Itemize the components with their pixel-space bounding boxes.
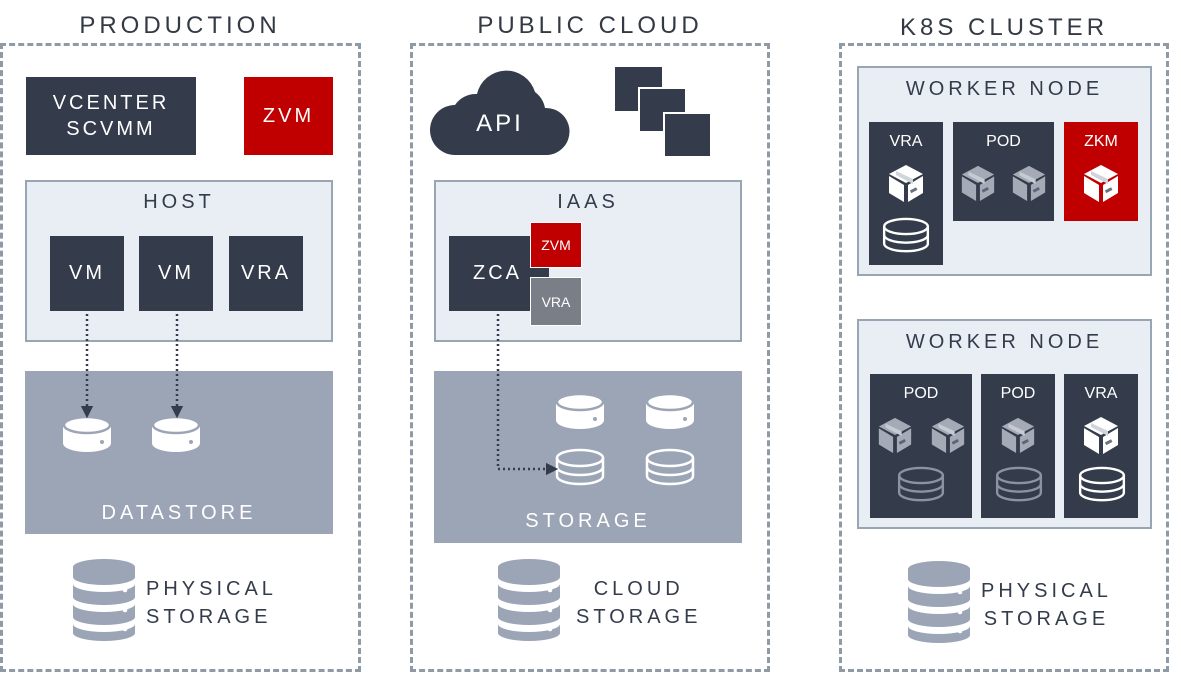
w2-vra-disk-icon xyxy=(1078,466,1126,504)
cloud-icon xyxy=(430,70,570,155)
w2-pod-label-1: POD xyxy=(903,385,939,402)
public-cloud-panel xyxy=(410,43,770,672)
cloud-storage-label: STORAGE xyxy=(525,510,651,532)
k8s-physical-line1: PHYSICAL xyxy=(981,580,1112,602)
w1-pod-cube-icon-1 xyxy=(959,164,997,202)
iaas-label: IAAS xyxy=(557,191,619,213)
w1-vra-cube-icon xyxy=(886,163,926,203)
datastore-box xyxy=(25,371,333,534)
zvm-label: ZVM xyxy=(262,104,315,127)
vcenter-box: VCENTER SCVMM xyxy=(26,77,196,155)
api-label: API xyxy=(476,110,524,137)
vm-label-1: VM xyxy=(69,262,105,284)
cloud-vra-label: VRA xyxy=(541,293,571,310)
vm-box-2: VM xyxy=(139,236,213,311)
w2-vra-box xyxy=(1064,374,1138,518)
cloud-label-line2: STORAGE xyxy=(576,606,702,628)
zvm-box: ZVM xyxy=(244,77,333,155)
physical-label-line1: PHYSICAL xyxy=(146,578,277,600)
k8s-physical-line2: STORAGE xyxy=(983,608,1110,630)
k8s-title: K8S CLUSTER xyxy=(899,14,1109,41)
physical-storage-label: PHYSICAL STORAGE xyxy=(146,575,277,631)
k8s-panel xyxy=(839,43,1169,672)
k8s-physical-storage-label: PHYSICAL STORAGE xyxy=(981,577,1112,633)
cloud-vra-box: VRA xyxy=(530,277,582,326)
physical-label-line2: STORAGE xyxy=(146,606,272,628)
w1-vra-box xyxy=(869,122,943,265)
cloud-storage-text: CLOUD STORAGE xyxy=(576,575,701,631)
k8s-physical-storage-icon xyxy=(906,559,972,643)
w2-pod2-disk-icon xyxy=(995,466,1043,504)
production-panel xyxy=(0,43,361,672)
vcenter-label: VCENTER xyxy=(52,92,170,114)
worker-node-2-label: WORKER NODE xyxy=(905,331,1104,353)
w2-pod1-disk-icon xyxy=(897,466,945,504)
cloud-zvm-box: ZVM xyxy=(530,222,582,268)
datastore-label: DATASTORE xyxy=(101,502,257,524)
production-title: PRODUCTION xyxy=(79,12,281,39)
vm-label-2: VM xyxy=(158,262,194,284)
vra-label: VRA xyxy=(240,262,292,284)
w2-pod1-cube-icon-2 xyxy=(929,416,967,454)
w2-vra-label: VRA xyxy=(1084,385,1118,402)
zkm-label: ZKM xyxy=(1084,133,1118,150)
cloud-zvm-label: ZVM xyxy=(541,237,571,253)
w1-vra-disk-icon xyxy=(882,217,930,255)
instances-icon xyxy=(615,67,712,158)
w1-pod-cube-icon-2 xyxy=(1010,164,1048,202)
cloud-storage-icon xyxy=(496,557,562,641)
w2-pod2-cube-icon xyxy=(999,416,1037,454)
w1-vra-label: VRA xyxy=(889,133,923,150)
w2-pod1-cube-icon-1 xyxy=(876,416,914,454)
w2-pod-box-2 xyxy=(981,374,1055,518)
scvmm-label: SCVMM xyxy=(66,118,156,140)
cloud-label-line1: CLOUD xyxy=(593,578,684,600)
zca-label: ZCA xyxy=(473,262,522,284)
host-label: HOST xyxy=(143,191,215,213)
vra-box: VRA xyxy=(229,236,303,311)
worker-node-1-label: WORKER NODE xyxy=(905,78,1104,100)
vm-box-1: VM xyxy=(50,236,124,311)
w2-vra-cube-icon xyxy=(1081,415,1121,455)
w2-pod-label-2: POD xyxy=(1000,385,1036,402)
w1-pod-label: POD xyxy=(986,133,1021,150)
public-cloud-title: PUBLIC CLOUD xyxy=(477,12,703,39)
zkm-cube-icon xyxy=(1081,163,1121,203)
